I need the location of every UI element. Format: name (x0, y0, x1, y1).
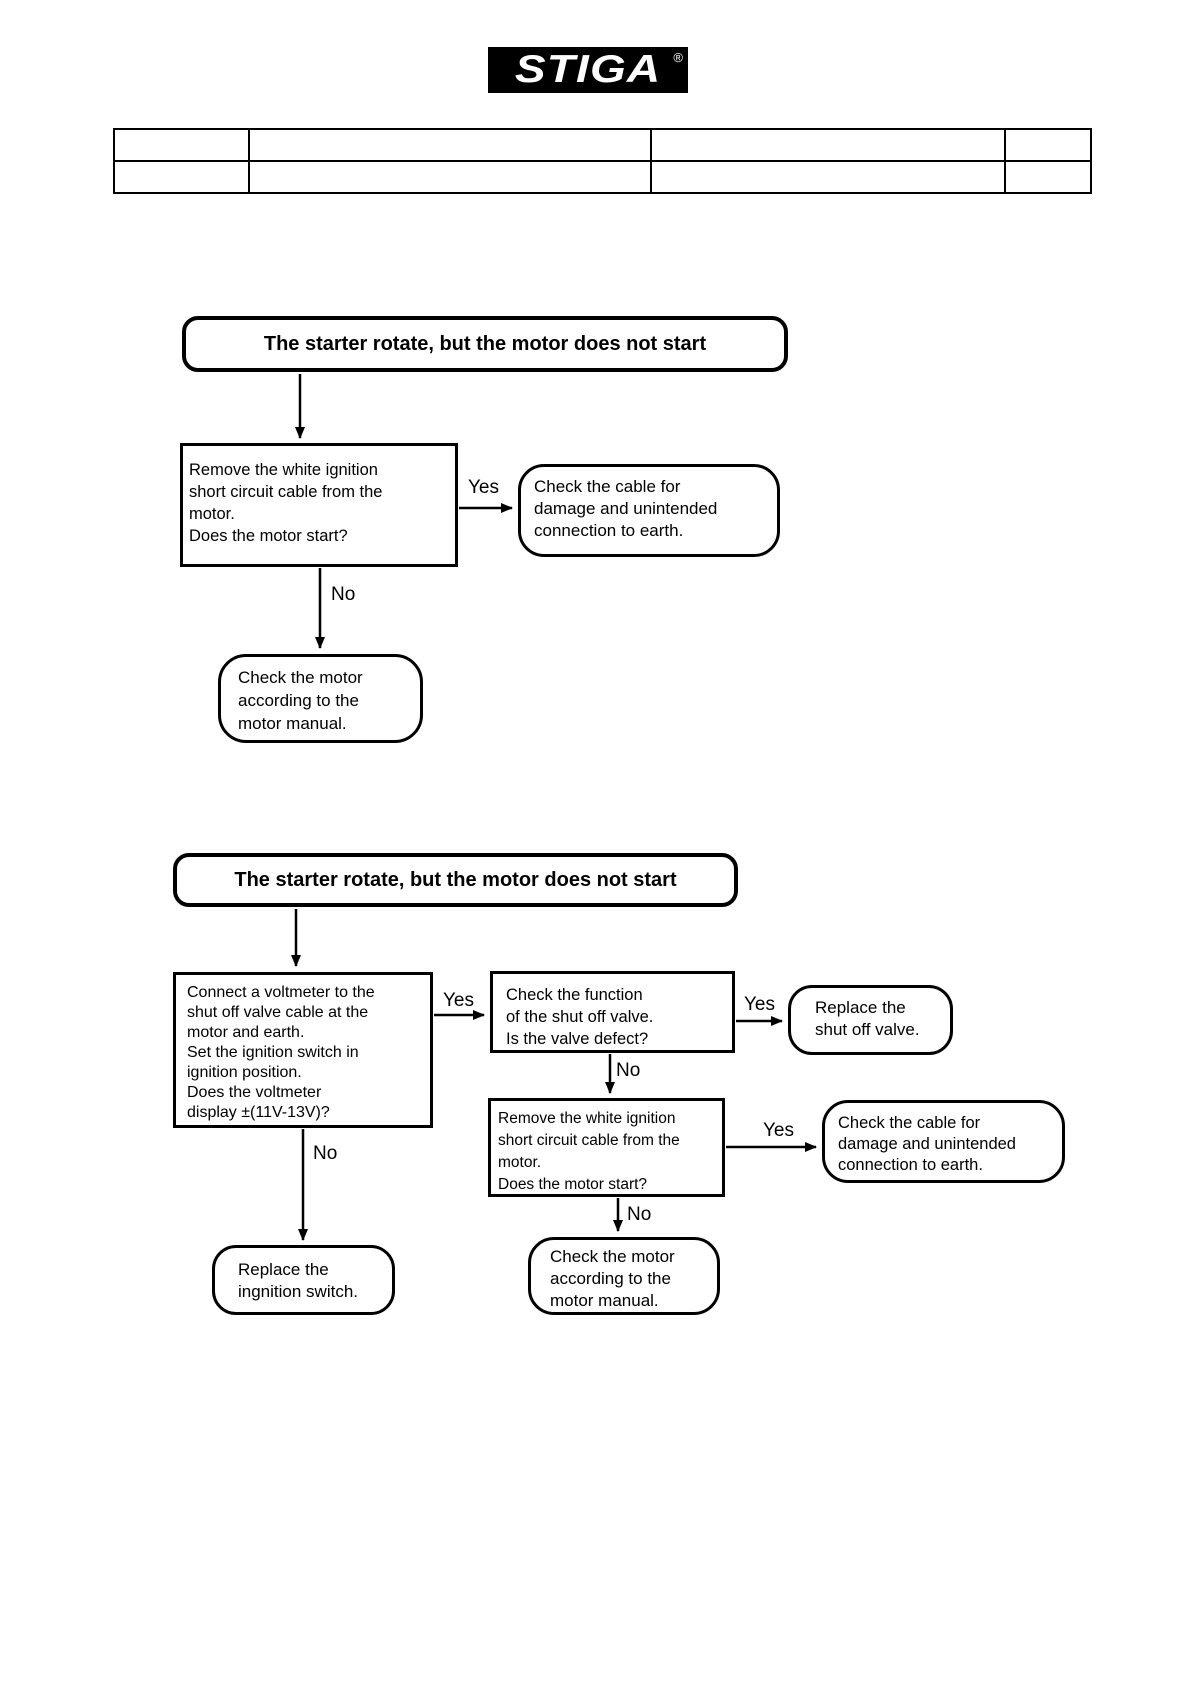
fc2-yes-label-2: Yes (744, 994, 775, 1015)
fc2-no-label-2: No (627, 1204, 652, 1225)
header-table-cell (113, 128, 250, 162)
fc2-question-voltmeter: Connect a voltmeter to the shut off valv… (173, 972, 433, 1128)
fc2-no-label-1: No (616, 1060, 641, 1081)
fc2-result-check-motor: Check the motor according to the motor m… (528, 1237, 720, 1315)
fc1-question-remove-cable: Remove the white ignition short circuit … (180, 443, 458, 567)
fc2-question-remove-cable: Remove the white ignition short circuit … (488, 1098, 725, 1197)
header-table-cell (248, 160, 652, 194)
fc2-result-check-cable: Check the cable for damage and unintende… (822, 1100, 1065, 1183)
fc2-title: The starter rotate, but the motor does n… (173, 853, 738, 907)
fc2-no-label-3: No (313, 1143, 338, 1164)
fc2-result-replace-valve: Replace the shut off valve. (788, 985, 953, 1055)
fc2-yes-label-3: Yes (763, 1120, 794, 1141)
fc1-result-check-cable: Check the cable for damage and unintende… (518, 464, 780, 557)
registered-mark-icon: ® (673, 50, 683, 65)
header-table-cell (113, 160, 250, 194)
fc1-title: The starter rotate, but the motor does n… (182, 316, 788, 372)
header-table-cell (1004, 128, 1092, 162)
stiga-logo: STIGA ® (488, 47, 688, 93)
fc2-result-replace-switch: Replace the ingnition switch. (212, 1245, 395, 1315)
header-table-cell (1004, 160, 1092, 194)
header-table-row (113, 128, 1092, 162)
header-table-row (113, 160, 1092, 194)
fc1-yes-label: Yes (468, 477, 499, 498)
header-table-cell (650, 160, 1006, 194)
header-table (113, 128, 1092, 194)
brand-text: STIGA (514, 48, 662, 91)
header-table-cell (650, 128, 1006, 162)
fc2-question-valve: Check the function of the shut off valve… (490, 971, 735, 1053)
header-table-cell (248, 128, 652, 162)
fc1-no-label: No (331, 584, 356, 605)
fc1-result-check-motor: Check the motor according to the motor m… (218, 654, 423, 743)
fc2-yes-label-1: Yes (443, 990, 474, 1011)
